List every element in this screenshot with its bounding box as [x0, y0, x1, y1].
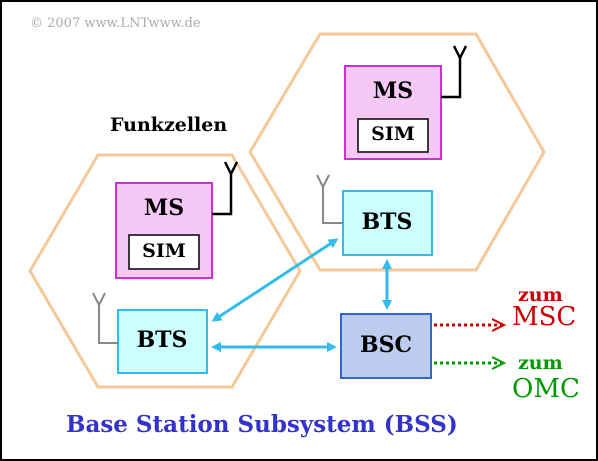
msc-zum-label: zum	[518, 284, 563, 306]
link-bts-left-to-bts-right	[211, 238, 339, 322]
sim-box-left	[128, 234, 200, 270]
omc-label: OMC	[512, 374, 580, 404]
bts-box-left	[117, 309, 208, 374]
sim-box-right	[357, 118, 429, 153]
bts-antenna-right	[316, 174, 343, 224]
bsc-label: BSC	[360, 332, 412, 358]
omc-zum-label: zum	[518, 352, 563, 374]
diagram-caption: Base Station Subsystem (BSS)	[66, 411, 458, 438]
cells-label: Funkzellen	[110, 114, 228, 136]
ms-label-right: MS	[372, 78, 414, 104]
msc-label: MSC	[512, 302, 577, 332]
sim-label-left: SIM	[142, 240, 186, 262]
bts-label-right: BTS	[361, 209, 413, 235]
bts-label-left: BTS	[136, 327, 188, 353]
copyright-notice: © 2007 www.LNTwww.de	[30, 16, 201, 31]
bsc-box	[340, 313, 432, 379]
ms-antenna-left	[212, 161, 239, 216]
ms-antenna-right	[441, 45, 468, 99]
sim-label-right: SIM	[371, 123, 415, 145]
ms-label-left: MS	[143, 195, 185, 221]
bts-antenna-left	[92, 292, 118, 344]
bts-box-right	[342, 190, 433, 256]
